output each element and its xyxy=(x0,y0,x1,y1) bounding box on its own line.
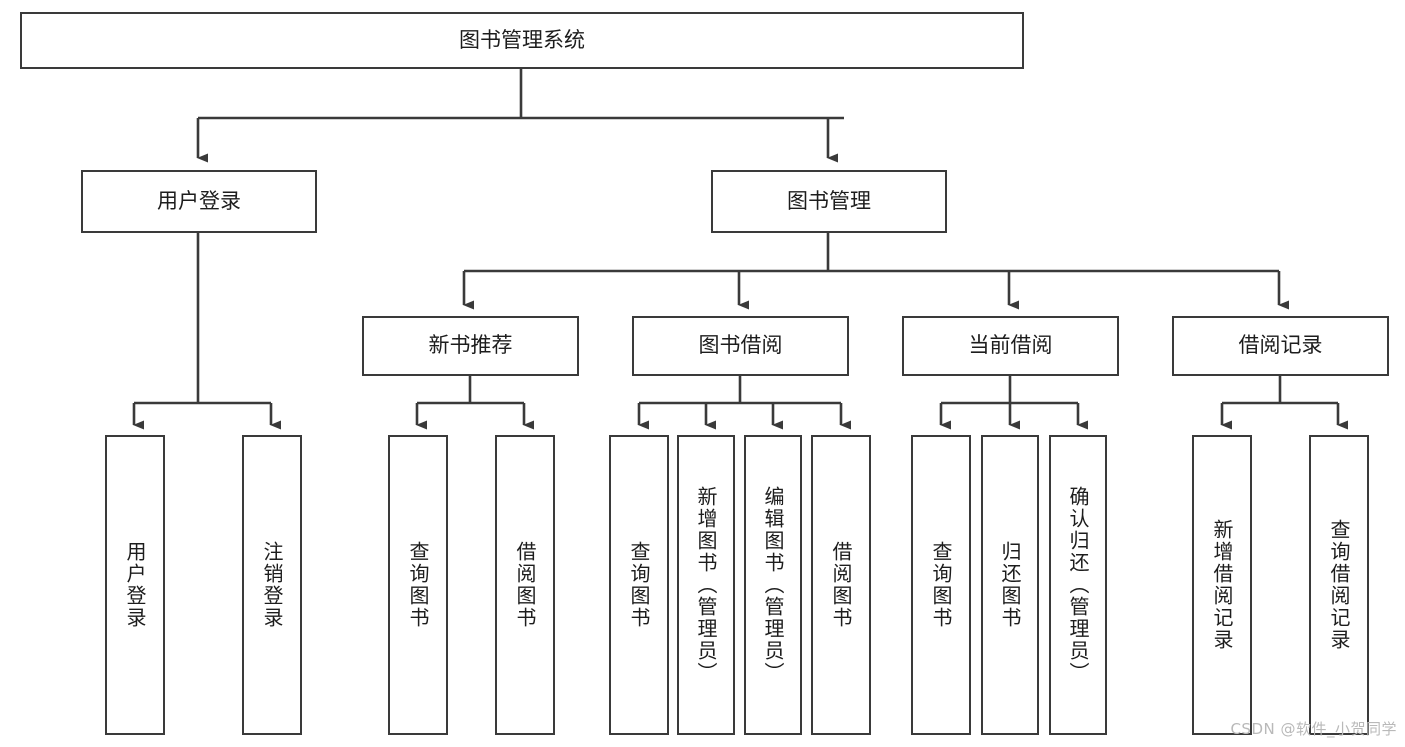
leaf-new-book-borrow[interactable]: 借阅图书 xyxy=(495,435,555,735)
node-label: 借阅图书 xyxy=(829,541,853,629)
node-label: 借阅图书 xyxy=(513,541,537,629)
node-root-book-management-system[interactable]: 图书管理系统 xyxy=(20,12,1024,69)
leaf-current-query-book[interactable]: 查询图书 xyxy=(911,435,971,735)
node-label: 查询图书 xyxy=(406,541,430,629)
edges-borrowrecords-to-leaves xyxy=(1220,376,1348,430)
node-label: 确认归还（管理员） xyxy=(1066,486,1090,684)
leaf-borrow-add-book-admin[interactable]: 新增图书（管理员） xyxy=(677,435,735,735)
leaf-borrow-query-book[interactable]: 查询图书 xyxy=(609,435,669,735)
node-borrow-records[interactable]: 借阅记录 xyxy=(1172,316,1389,376)
node-label: 查询图书 xyxy=(627,541,651,629)
edges-bookborrow-to-leaves xyxy=(637,376,851,430)
edges-root-to-level2 xyxy=(196,69,844,163)
leaf-user-login-login[interactable]: 用户登录 xyxy=(105,435,165,735)
node-label: 编辑图书（管理员） xyxy=(761,486,785,684)
node-label: 新增借阅记录 xyxy=(1210,519,1234,651)
node-label: 图书管理 xyxy=(787,188,871,213)
node-book-borrow[interactable]: 图书借阅 xyxy=(632,316,849,376)
edges-currentborrow-to-leaves xyxy=(939,376,1088,430)
node-label: 查询图书 xyxy=(929,541,953,629)
node-label: 新书推荐 xyxy=(428,333,513,358)
node-label: 新增图书（管理员） xyxy=(694,486,718,684)
node-book-management[interactable]: 图书管理 xyxy=(711,170,947,233)
node-label: 用户登录 xyxy=(123,541,147,629)
node-label: 查询借阅记录 xyxy=(1327,519,1351,651)
leaf-records-query-record[interactable]: 查询借阅记录 xyxy=(1309,435,1369,735)
csdn-watermark: CSDN @软件_小贺同学 xyxy=(1230,720,1397,738)
node-current-borrow[interactable]: 当前借阅 xyxy=(902,316,1119,376)
leaf-new-book-query[interactable]: 查询图书 xyxy=(388,435,448,735)
leaf-current-confirm-return-admin[interactable]: 确认归还（管理员） xyxy=(1049,435,1107,735)
leaf-borrow-borrow-book[interactable]: 借阅图书 xyxy=(811,435,871,735)
leaf-borrow-edit-book-admin[interactable]: 编辑图书（管理员） xyxy=(744,435,802,735)
edges-bookmgmt-to-level3 xyxy=(462,233,1289,310)
node-label: 借阅记录 xyxy=(1238,333,1323,358)
leaf-user-login-logout[interactable]: 注销登录 xyxy=(242,435,302,735)
node-new-book-recommend[interactable]: 新书推荐 xyxy=(362,316,579,376)
node-label: 当前借阅 xyxy=(968,333,1053,358)
edges-userlogin-to-leaves xyxy=(132,233,281,430)
node-label: 注销登录 xyxy=(260,541,284,629)
node-label: 归还图书 xyxy=(998,541,1022,629)
leaf-current-return-book[interactable]: 归还图书 xyxy=(981,435,1039,735)
edges-newbook-to-leaves xyxy=(415,376,534,430)
leaf-records-add-record[interactable]: 新增借阅记录 xyxy=(1192,435,1252,735)
node-label: 图书管理系统 xyxy=(459,27,585,52)
node-label: 用户登录 xyxy=(157,188,241,213)
node-user-login[interactable]: 用户登录 xyxy=(81,170,317,233)
node-label: 图书借阅 xyxy=(698,333,783,358)
